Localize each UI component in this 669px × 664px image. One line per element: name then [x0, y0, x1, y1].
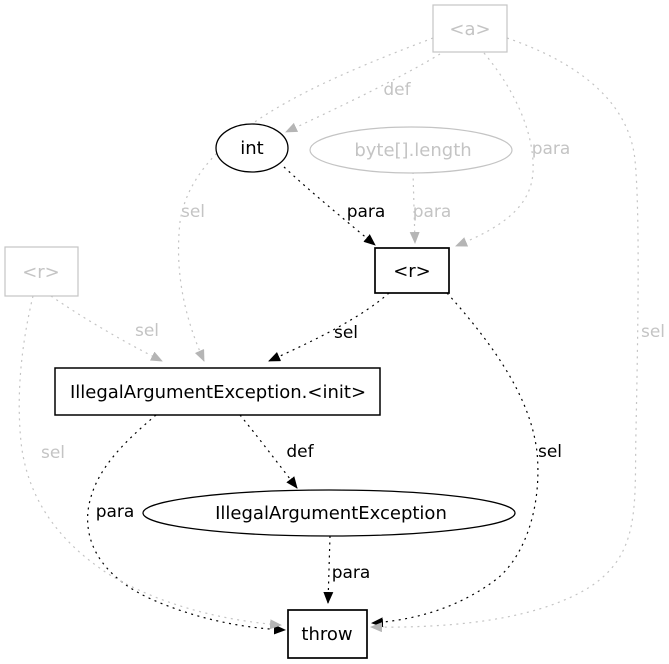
edge-a-to-int-label: def	[383, 80, 411, 100]
edge-exception-to-throw	[323, 535, 334, 604]
edge-init-to-exception-label: def	[286, 442, 314, 462]
node-init[interactable]: IllegalArgumentException.<init>	[54, 367, 381, 416]
node-init-shape	[54, 367, 381, 416]
node-a-label: <a>	[449, 19, 490, 40]
edge-rmuted-to-init-label: sel	[135, 321, 159, 341]
edge-a-to-throw	[370, 37, 639, 633]
node-r-muted[interactable]: <r>	[4, 246, 79, 297]
edge-init-to-throw	[87, 414, 286, 635]
node-exception[interactable]: IllegalArgumentException	[142, 489, 516, 537]
muted-edges: def sel para sel para sel sel	[18, 37, 665, 633]
node-exception-shape	[142, 489, 516, 537]
edge-init-to-throw-label: para	[96, 502, 135, 522]
edge-bytelength-to-r-label: para	[413, 202, 452, 222]
node-throw-shape	[287, 609, 368, 659]
edge-a-to-int	[285, 53, 441, 133]
node-r-muted-label: <r>	[22, 262, 60, 283]
edge-r-to-throw	[371, 292, 539, 628]
node-bytelength[interactable]: byte[].length	[309, 126, 513, 174]
nodes-layer: <a> int byte[].length <r> <r> IllegalArg…	[4, 4, 516, 659]
node-throw[interactable]: throw	[287, 609, 368, 659]
edge-bytelength-to-r	[409, 171, 420, 244]
node-a[interactable]: <a>	[432, 4, 508, 53]
edge-r-to-init-label: sel	[334, 323, 358, 343]
node-r-label: <r>	[393, 261, 431, 282]
node-bytelength-shape	[309, 126, 513, 174]
node-r-shape	[374, 247, 450, 294]
edge-a-to-init	[177, 37, 434, 362]
edge-int-to-r	[283, 166, 376, 246]
node-int-shape	[215, 123, 289, 173]
edge-rmuted-to-init	[50, 295, 163, 362]
node-init-label: IllegalArgumentException.<init>	[70, 382, 366, 403]
edge-r-to-init	[268, 292, 390, 362]
node-throw-label: throw	[301, 624, 352, 645]
node-r[interactable]: <r>	[374, 247, 450, 294]
edge-a-to-throw-label: sel	[641, 322, 665, 342]
node-exception-label: IllegalArgumentException	[215, 503, 447, 524]
edge-a-to-r-label: para	[532, 139, 571, 159]
node-int-label: int	[240, 138, 263, 159]
edge-exception-to-throw-label: para	[332, 563, 371, 583]
node-r-muted-shape	[4, 246, 79, 297]
edge-rmuted-to-throw-label: sel	[41, 443, 65, 463]
node-int[interactable]: int	[215, 123, 289, 173]
node-bytelength-label: byte[].length	[354, 140, 471, 161]
edge-a-to-r	[455, 52, 534, 247]
edge-int-to-r-label: para	[347, 202, 386, 222]
edge-r-to-throw-label: sel	[538, 442, 562, 462]
edge-a-to-init-label: sel	[181, 202, 205, 222]
active-edges: para sel sel def para para	[87, 166, 562, 635]
node-a-shape	[432, 4, 508, 53]
